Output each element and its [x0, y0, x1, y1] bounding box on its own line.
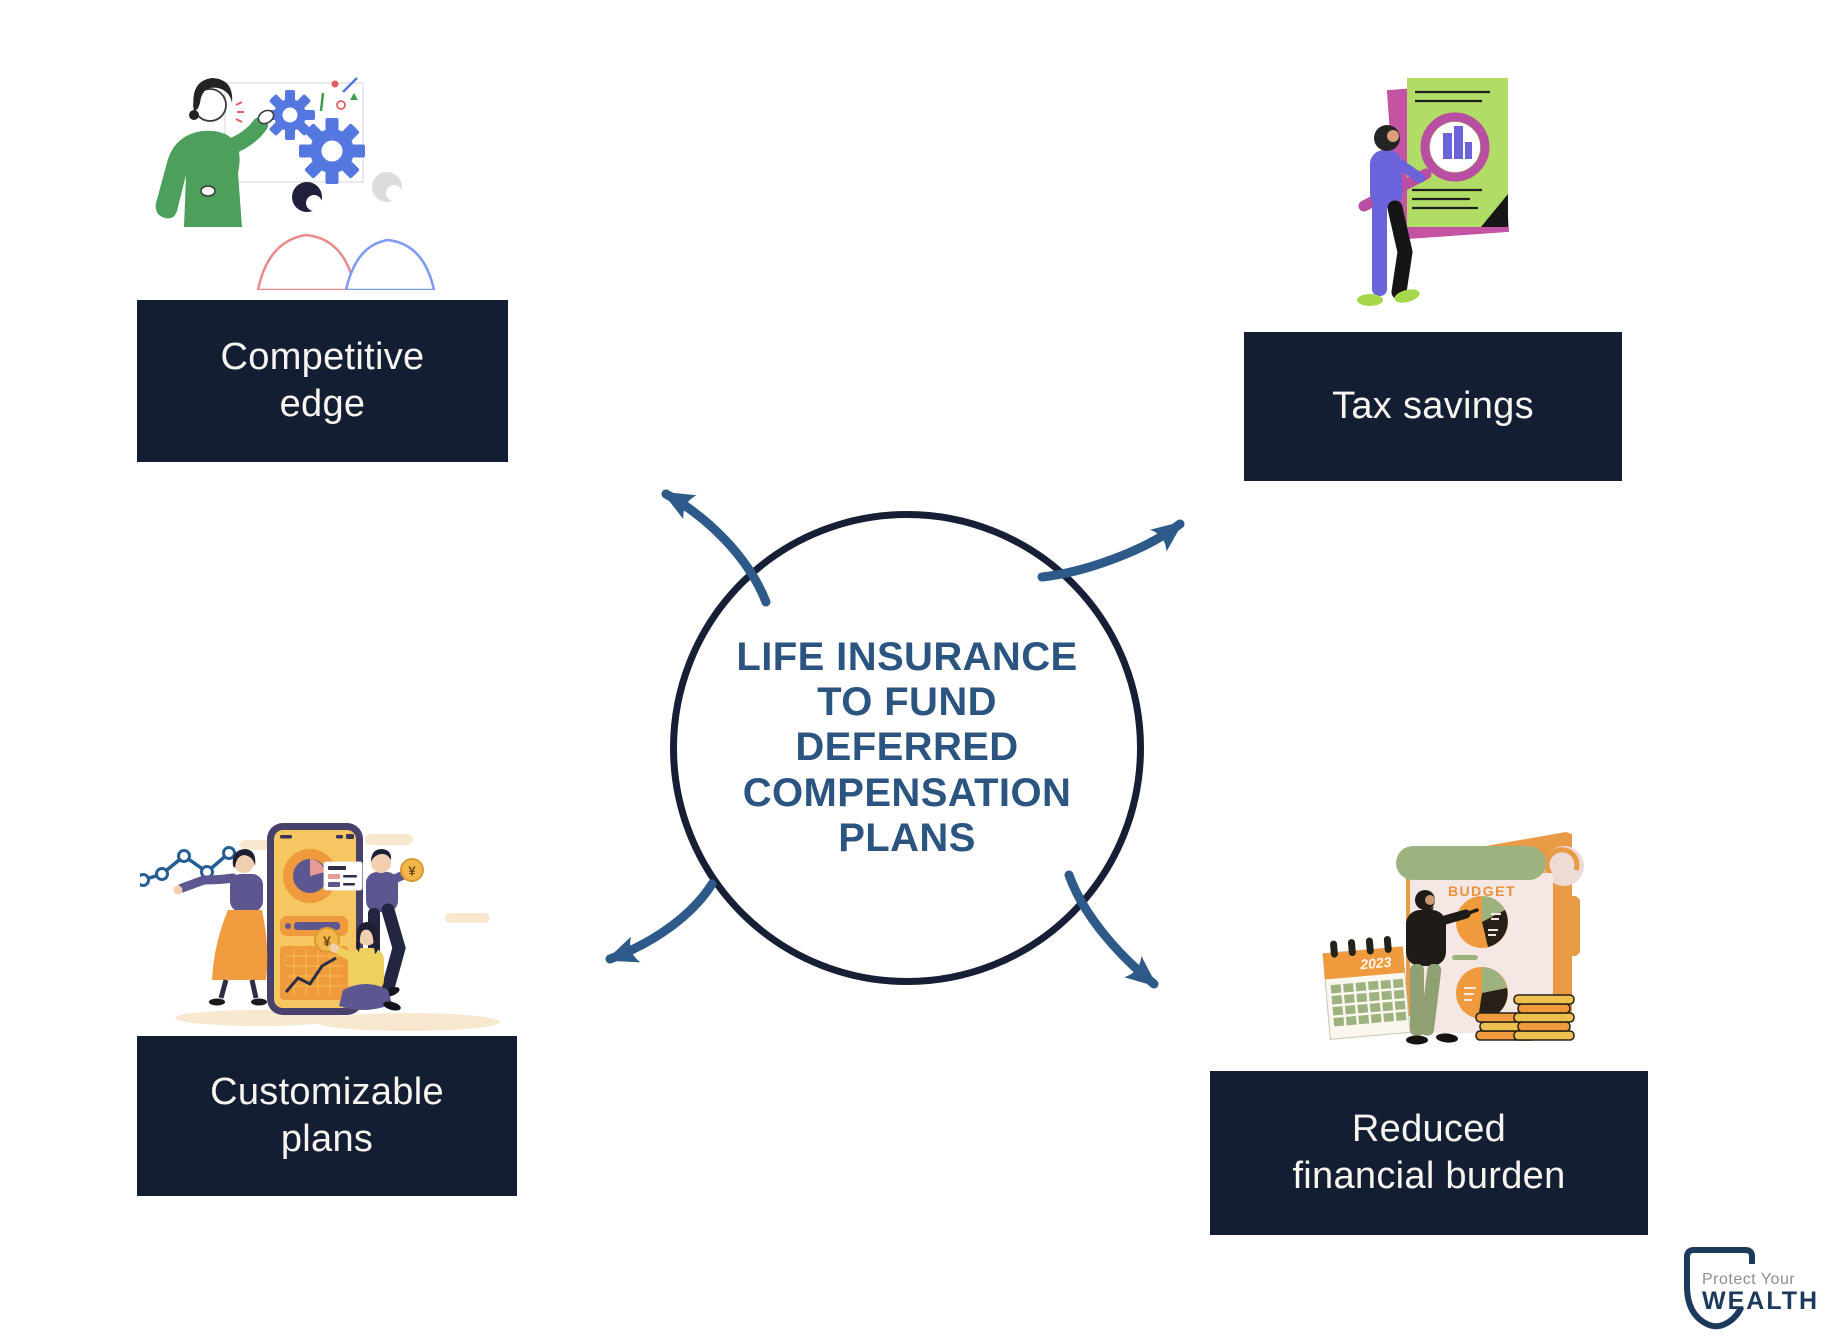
center-title-line: COMPENSATION — [742, 770, 1072, 815]
center-circle: LIFE INSURANCE TO FUND DEFERRED COMPENSA… — [670, 511, 1144, 985]
woman-presenting — [173, 849, 268, 1006]
tax-analysis-illustration — [1357, 78, 1510, 306]
bar-chart-icon — [1443, 126, 1472, 159]
budget-title: BUDGET — [1448, 883, 1516, 899]
benefit-box-customizable-plans: Customizable plans — [137, 1036, 517, 1196]
phone-analytics-illustration: ¥ ¥ — [140, 823, 500, 1031]
center-title-line: TO FUND — [817, 680, 997, 725]
center-title-line: LIFE INSURANCE — [736, 635, 1078, 680]
benefit-box-reduced-financial-burden: Reduced financial burden — [1210, 1071, 1648, 1235]
analyst-person — [1357, 125, 1425, 306]
benefit-label: Reduced — [1351, 1107, 1507, 1150]
calendar-icon: 2023 — [1322, 935, 1411, 1040]
audience-person — [256, 182, 357, 290]
benefit-label: Competitive — [220, 335, 425, 378]
brand-logo: Protect Your WEALTH — [1660, 1238, 1828, 1344]
gear-icon — [265, 90, 315, 140]
gauge-chart-icon — [283, 849, 337, 903]
benefit-label: Customizable — [210, 1070, 444, 1113]
presenter-person — [155, 78, 275, 227]
confetti-decorations — [319, 77, 358, 112]
person-sitting — [329, 922, 401, 1011]
team-presentation-illustration — [155, 77, 436, 290]
center-title-line: PLANS — [838, 815, 976, 860]
pie-chart-icon — [1456, 967, 1508, 1020]
shield-icon: Protect Your WEALTH — [1684, 1247, 1828, 1330]
center-title: LIFE INSURANCE TO FUND DEFERRED COMPENSA… — [677, 635, 1137, 861]
legend-card — [323, 861, 363, 891]
audience-person — [344, 172, 436, 290]
benefit-label: Tax savings — [1332, 384, 1534, 427]
logo-text-bottom: WEALTH — [1702, 1287, 1819, 1315]
benefit-box-competitive-edge: Competitive edge — [137, 300, 508, 462]
benefit-box-tax-savings: Tax savings — [1244, 332, 1622, 481]
planner-person — [1406, 890, 1479, 1045]
pie-chart-icon — [1456, 896, 1508, 948]
line-chart-icon — [140, 846, 236, 887]
calendar-year: 2023 — [1359, 954, 1393, 973]
coin-symbol: ¥ — [408, 864, 416, 879]
benefit-label: financial burden — [1292, 1155, 1566, 1197]
budget-planning-illustration: BUDGET — [1322, 832, 1584, 1045]
benefit-label: plans — [280, 1118, 374, 1160]
benefit-label: edge — [279, 383, 366, 425]
smartphone: ¥ — [267, 823, 363, 1015]
arrow-bottom-left — [605, 879, 717, 964]
coin-symbol: ¥ — [323, 933, 331, 949]
growth-chart-icon — [280, 946, 348, 1000]
gear-icon — [299, 118, 365, 184]
coin-stacks — [1475, 994, 1575, 1041]
center-title-line: DEFERRED — [795, 725, 1019, 770]
logo-text-top: Protect Your — [1702, 1271, 1795, 1288]
